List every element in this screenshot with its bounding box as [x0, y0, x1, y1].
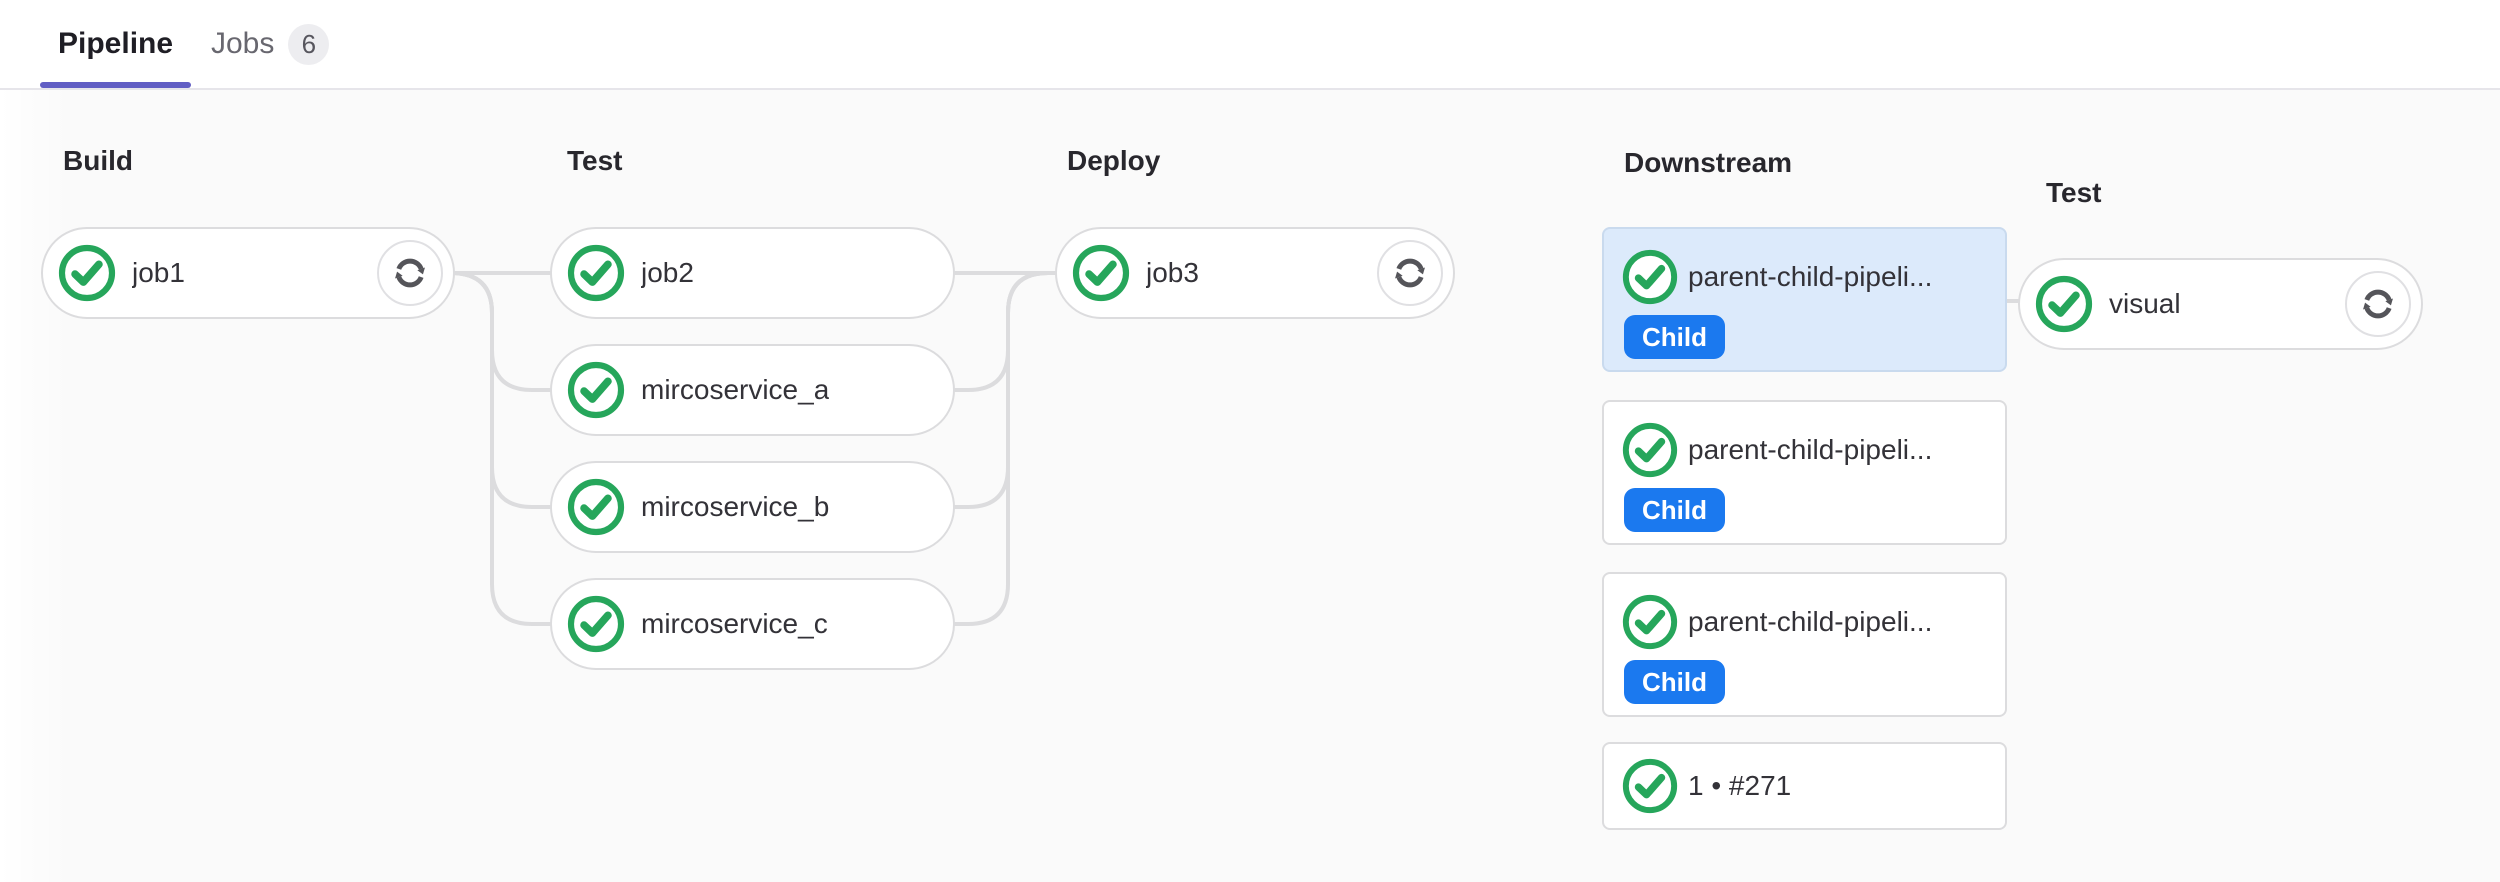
stage-title-downstream: Downstream: [1624, 147, 1793, 178]
retry-icon: [391, 254, 429, 292]
active-tab-indicator: [40, 82, 192, 88]
status-success-icon: [1622, 758, 1678, 814]
stage-title-build: Build: [63, 145, 133, 176]
job-pill-job1[interactable]: job1: [41, 227, 455, 319]
job-label: job2: [641, 257, 694, 288]
stage-title-test: Test: [567, 145, 623, 176]
stage-title-child-test: Test: [2046, 177, 2102, 208]
job-pill-mircoservice-c[interactable]: mircoservice_c: [550, 578, 955, 670]
status-success-icon: [567, 478, 625, 536]
downstream-pipeline-name: parent-child-pipeli...: [1688, 261, 1933, 292]
status-success-icon: [2035, 275, 2093, 333]
status-success-icon: [567, 361, 625, 419]
job-pill-job3[interactable]: job3: [1055, 227, 1455, 319]
status-success-icon: [1622, 249, 1678, 305]
pipeline-tabs-bar: Pipeline Jobs 6: [0, 0, 2500, 90]
stage-title-deploy: Deploy: [1067, 145, 1161, 176]
downstream-pipeline-card[interactable]: parent-child-pipeli... Child: [1602, 572, 2007, 717]
job-label: visual: [2109, 288, 2181, 319]
jobs-count-badge: 6: [288, 23, 330, 65]
job-label: mircoservice_b: [641, 491, 830, 522]
job-pill-mircoservice-a[interactable]: mircoservice_a: [550, 344, 955, 436]
left-scroll-fade: [0, 90, 70, 882]
downstream-pipeline-name: parent-child-pipeli...: [1688, 606, 1933, 637]
job-label: mircoservice_a: [641, 374, 830, 405]
downstream-pipeline-card-selected[interactable]: parent-child-pipeli... Child: [1602, 227, 2007, 372]
retry-job-button[interactable]: [377, 240, 443, 306]
child-pipeline-badge: Child: [1624, 488, 1725, 532]
pipeline-graph-canvas: [0, 90, 2500, 882]
job-label: job1: [132, 257, 185, 288]
tab-jobs[interactable]: Jobs 6: [193, 0, 347, 88]
retry-icon: [2359, 285, 2397, 323]
job-pill-mircoservice-b[interactable]: mircoservice_b: [550, 461, 955, 553]
tab-pipeline-label: Pipeline: [58, 27, 174, 60]
child-pipeline-badge: Child: [1624, 660, 1725, 704]
tab-pipeline[interactable]: Pipeline: [40, 0, 192, 88]
job-label: mircoservice_c: [641, 608, 828, 639]
job-pill-visual[interactable]: visual: [2018, 258, 2423, 350]
tab-jobs-label: Jobs: [211, 27, 275, 60]
retry-job-button[interactable]: [1377, 240, 1443, 306]
status-success-icon: [567, 244, 625, 302]
child-pipeline-badge: Child: [1624, 315, 1725, 359]
status-success-icon: [1622, 422, 1678, 478]
downstream-pipeline-counter-label: 1 • #271: [1688, 770, 1792, 801]
retry-icon: [1391, 254, 1429, 292]
status-success-icon: [58, 244, 116, 302]
status-success-icon: [1072, 244, 1130, 302]
retry-job-button[interactable]: [2345, 271, 2411, 337]
job-pill-job2[interactable]: job2: [550, 227, 955, 319]
downstream-pipeline-card-counter[interactable]: 1 • #271: [1602, 742, 2007, 830]
downstream-pipeline-name: parent-child-pipeli...: [1688, 434, 1933, 465]
status-success-icon: [567, 595, 625, 653]
job-label: job3: [1146, 257, 1199, 288]
downstream-pipeline-card[interactable]: parent-child-pipeli... Child: [1602, 400, 2007, 545]
status-success-icon: [1622, 594, 1678, 650]
